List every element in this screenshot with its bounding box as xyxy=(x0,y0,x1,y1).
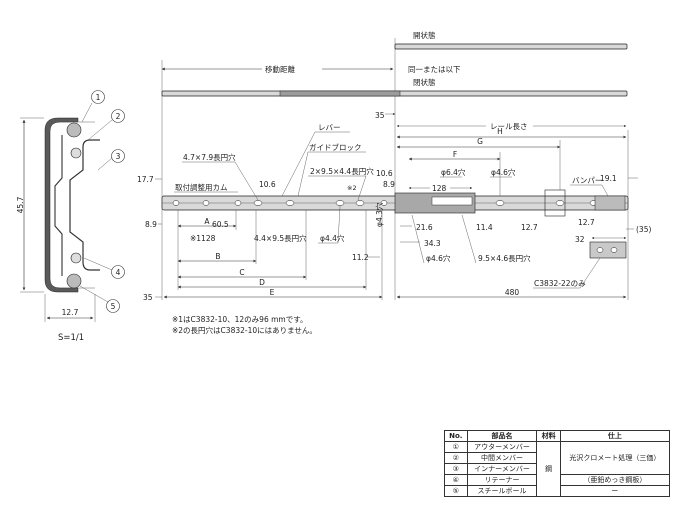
dim-height: 45.7 xyxy=(16,196,25,213)
svg-text:レバー: レバー xyxy=(318,123,341,132)
svg-text:C: C xyxy=(239,268,244,277)
svg-text:60.5: 60.5 xyxy=(212,220,229,229)
open-state-view: 開状態 同一または以下 移動距離 閉状態 xyxy=(161,30,628,100)
table-row: ① アウターメンバー 鋼 光沢クロメート処理（三価） xyxy=(444,441,671,497)
steel-ball-top xyxy=(66,122,82,138)
svg-text:4.7×7.9長円穴: 4.7×7.9長円穴 xyxy=(183,152,236,162)
svg-text:E: E xyxy=(270,288,275,297)
steel-ball-top2 xyxy=(70,147,82,159)
svg-text:1: 1 xyxy=(96,93,101,102)
svg-text:32: 32 xyxy=(575,235,585,244)
svg-text:バンパー: バンパー xyxy=(572,176,602,185)
svg-text:A: A xyxy=(204,217,210,226)
svg-text:35: 35 xyxy=(375,111,385,120)
svg-text:φ4.6穴: φ4.6穴 xyxy=(491,167,516,177)
svg-text:取付調整用カム: 取付調整用カム xyxy=(175,182,228,192)
inner-member-shape xyxy=(69,139,100,271)
finish-cell-3: ー xyxy=(559,485,671,497)
svg-text:2×9.5×4.4長円穴: 2×9.5×4.4長円穴 xyxy=(310,166,374,176)
svg-text:同一または以下: 同一または以下 xyxy=(408,65,461,74)
svg-text:35: 35 xyxy=(143,293,153,302)
svg-text:※1はC3832-10、12のみ96 mmです。: ※1はC3832-10、12のみ96 mmです。 xyxy=(172,315,307,324)
svg-text:ガイドブロック: ガイドブロック xyxy=(309,142,362,152)
callout-2: 2 xyxy=(87,109,125,141)
middle-member-shape xyxy=(54,135,63,276)
svg-text:F: F xyxy=(453,150,457,159)
svg-text:8.9: 8.9 xyxy=(383,180,395,189)
svg-text:B: B xyxy=(215,252,220,261)
svg-text:12.7: 12.7 xyxy=(521,223,538,232)
svg-text:φ4.3穴: φ4.3穴 xyxy=(374,202,384,227)
svg-text:※2: ※2 xyxy=(347,184,357,192)
cross-section-view: 1 2 3 4 5 45.7 12.7 S= xyxy=(16,90,125,343)
svg-text:H: H xyxy=(497,127,503,136)
steel-ball-bottom xyxy=(70,252,82,264)
svg-text:φ4.6穴: φ4.6穴 xyxy=(426,253,451,263)
steel-ball-bottom2 xyxy=(66,273,82,289)
svg-text:※1128: ※1128 xyxy=(190,234,216,243)
svg-text:21.6: 21.6 xyxy=(416,223,433,232)
callout-4: 4 xyxy=(83,257,125,279)
svg-text:(35): (35) xyxy=(636,225,651,234)
svg-text:φ6.4穴: φ6.4穴 xyxy=(441,167,466,177)
svg-text:34.3: 34.3 xyxy=(424,239,441,248)
callout-5: 5 xyxy=(79,285,120,313)
svg-text:3: 3 xyxy=(116,152,121,161)
svg-text:128: 128 xyxy=(432,184,447,193)
finish-cell-2: （亜鉛めっき鋼板） xyxy=(559,474,671,486)
table-row: ⑤ スチールボール ー xyxy=(444,485,671,497)
svg-text:9.5×4.6長円穴: 9.5×4.6長円穴 xyxy=(478,253,531,263)
svg-text:5: 5 xyxy=(111,302,116,311)
svg-text:12.7: 12.7 xyxy=(578,218,595,227)
svg-text:閉状態: 閉状態 xyxy=(413,77,436,87)
table-row: ④ リテーナー （亜鉛めっき鋼板） xyxy=(444,474,671,486)
svg-text:G: G xyxy=(477,137,483,146)
svg-text:C3832-22のみ: C3832-22のみ xyxy=(534,279,586,288)
bumper-detail: 32 (35) C3832-22のみ xyxy=(533,225,651,289)
scale-label: S=1/1 xyxy=(58,333,84,343)
svg-text:※2の長円穴はC3832-10にはありません。: ※2の長円穴はC3832-10にはありません。 xyxy=(172,325,317,335)
svg-text:480: 480 xyxy=(505,288,520,297)
finish-cell-1: 光沢クロメート処理（三価） xyxy=(559,441,671,475)
callout-1: 1 xyxy=(81,90,105,123)
svg-text:19.1: 19.1 xyxy=(600,174,617,183)
svg-text:10.6: 10.6 xyxy=(259,180,276,189)
svg-text:11.2: 11.2 xyxy=(352,253,369,262)
svg-text:レール長さ: レール長さ xyxy=(490,122,528,131)
footnotes: ※1はC3832-10、12のみ96 mmです。 ※2の長円穴はC3832-10… xyxy=(172,315,317,335)
svg-text:φ4.4穴: φ4.4穴 xyxy=(320,233,345,243)
svg-text:4: 4 xyxy=(116,268,121,277)
svg-text:10.6: 10.6 xyxy=(376,169,393,178)
svg-text:17.7: 17.7 xyxy=(137,175,154,184)
svg-text:開状態: 開状態 xyxy=(413,30,436,40)
callout-3: 3 xyxy=(97,149,125,171)
svg-text:D: D xyxy=(259,278,265,287)
parts-table-header: No. 部品名 材料 仕上 xyxy=(444,430,671,442)
dim-width: 12.7 xyxy=(62,308,79,317)
svg-text:移動距離: 移動距離 xyxy=(265,64,295,74)
parts-table: No. 部品名 材料 仕上 ① アウターメンバー 鋼 光沢クロメート処理（三価）… xyxy=(444,430,671,497)
svg-text:8.9: 8.9 xyxy=(145,220,157,229)
svg-text:2: 2 xyxy=(116,112,121,121)
material-cell: 鋼 xyxy=(536,441,561,497)
side-view: レバー ガイドブロック 4.7×7.9長円穴 取付調整用カム 2×9.5×4.4… xyxy=(137,100,651,302)
svg-text:11.4: 11.4 xyxy=(476,223,493,232)
svg-text:4.4×9.5長円穴: 4.4×9.5長円穴 xyxy=(254,233,307,243)
